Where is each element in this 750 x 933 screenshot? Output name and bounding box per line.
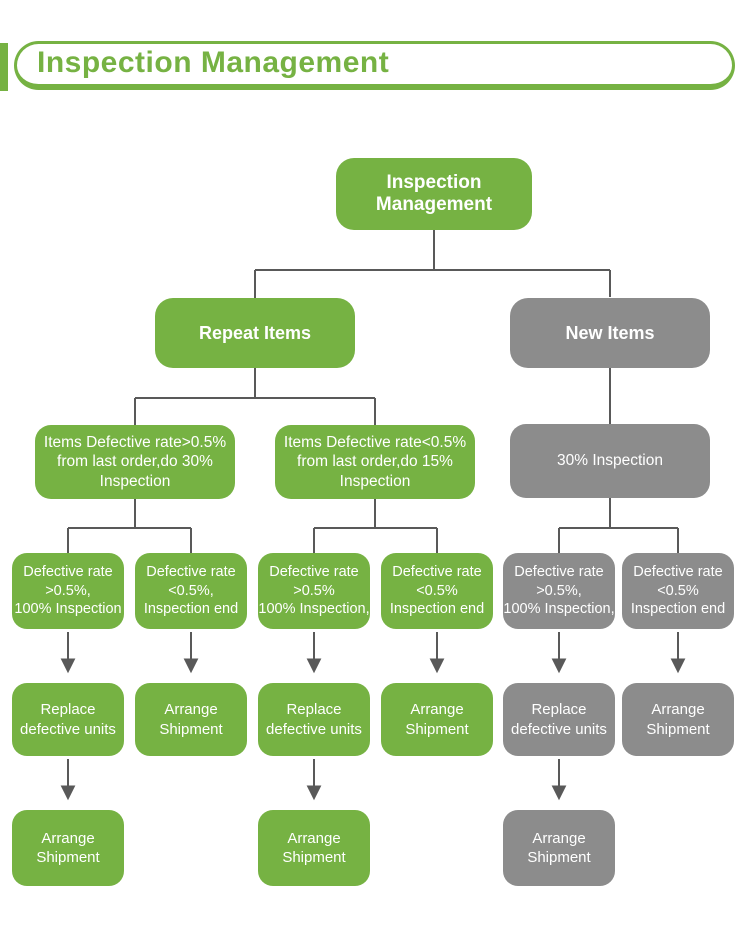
header-accent-bar xyxy=(0,43,8,91)
node-defective-low-inspection-end: Defective rate <0.5% Inspection end xyxy=(622,553,734,629)
node-defective-low-inspection-end: Defective rate <0.5% Inspection end xyxy=(381,553,493,629)
node-replace-defective-units: Replace defective units xyxy=(258,683,370,756)
node-defective-high-100-inspection: Defective rate >0.5% 100% Inspection, xyxy=(258,553,370,629)
node-replace-defective-units: Replace defective units xyxy=(12,683,124,756)
node-arrange-shipment: Arrange Shipment xyxy=(503,810,615,886)
node-defective-high-100-inspection: Defective rate >0.5%, 100% Inspection, xyxy=(503,553,615,629)
node-repeat-items: Repeat Items xyxy=(155,298,355,368)
node-replace-defective-units: Replace defective units xyxy=(503,683,615,756)
node-arrange-shipment: Arrange Shipment xyxy=(12,810,124,886)
connector-repeat-high-split xyxy=(67,499,192,553)
header: Inspection Management xyxy=(0,41,750,93)
header-pill: Inspection Management xyxy=(14,41,735,90)
node-defective-high-100-inspection: Defective rate >0.5%, 100% Inspection xyxy=(12,553,124,629)
node-defective-low-inspection-end: Defective rate <0.5%, Inspection end xyxy=(135,553,247,629)
node-repeat-defective-high: Items Defective rate>0.5% from last orde… xyxy=(35,425,235,499)
node-arrange-shipment: Arrange Shipment xyxy=(135,683,247,756)
node-inspection-management: Inspection Management xyxy=(336,158,532,230)
connector-repeat-low-split xyxy=(313,499,438,553)
node-new-30-inspection: 30% Inspection xyxy=(510,424,710,498)
node-repeat-defective-low: Items Defective rate<0.5% from last orde… xyxy=(275,425,475,499)
node-arrange-shipment: Arrange Shipment xyxy=(258,810,370,886)
connector-root-split xyxy=(254,230,611,298)
node-arrange-shipment: Arrange Shipment xyxy=(622,683,734,756)
connector-new-inspection-split xyxy=(558,498,679,553)
connector-repeat-split xyxy=(134,368,376,425)
node-new-items: New Items xyxy=(510,298,710,368)
page-title: Inspection Management xyxy=(37,45,390,79)
node-arrange-shipment: Arrange Shipment xyxy=(381,683,493,756)
